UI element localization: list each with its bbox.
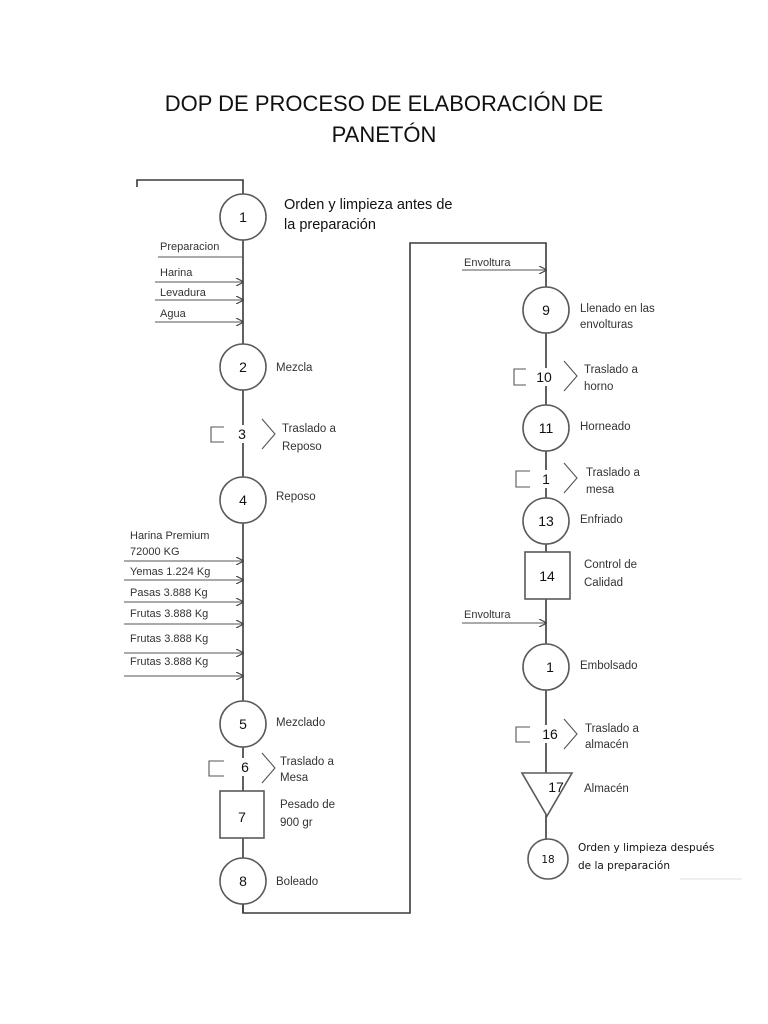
bottom-connector <box>242 242 547 914</box>
transport-6-number: 6 <box>241 759 249 775</box>
transport-6-number-bg <box>232 758 254 776</box>
transport-10-label-line-2: horno <box>584 381 613 393</box>
input-label-harina-premium: Harina Premium <box>130 530 209 542</box>
storage-17-triangle <box>520 772 574 818</box>
transport-6-bracket <box>208 760 224 777</box>
transport-6-label-line-1: Traslado a <box>280 756 335 768</box>
transport-12-label-line-2: mesa <box>586 484 615 496</box>
transport-10-number-bg <box>531 368 558 386</box>
transport-16-label-line-2: almacén <box>585 739 628 751</box>
operation-15-label: Embolsado <box>580 660 638 672</box>
transport-10-number: 10 <box>536 369 552 385</box>
input-label-frutas-2: Frutas 3.888 Kg <box>130 633 208 645</box>
input-label-preparacion: Preparacion <box>160 241 219 253</box>
operation-2-circle <box>219 343 267 391</box>
transport-3-bracket <box>210 426 224 443</box>
transport-12-arrow <box>563 462 578 494</box>
transport-6-label-line-2: Mesa <box>280 772 309 784</box>
input-label-frutas-1: Frutas 3.888 Kg <box>130 608 208 620</box>
transport-10-arrow <box>563 360 578 392</box>
operation-9-label-line-2: envolturas <box>580 319 633 331</box>
operation-4-label: Reposo <box>276 491 316 503</box>
title-line-1: DOP DE PROCESO DE ELABORACIÓN DE <box>164 91 604 116</box>
operation-5-label: Mezclado <box>276 717 325 729</box>
operation-8-number: 8 <box>239 873 247 889</box>
operation-5-circle <box>219 700 267 748</box>
diagram-title: DOP DE PROCESO DE ELABORACIÓN DE PANETÓN <box>0 88 768 150</box>
transport-10-bracket <box>513 368 526 386</box>
inspection-14-number: 14 <box>539 568 555 584</box>
operation-4-number: 4 <box>239 492 247 508</box>
operation-1-label-line-1: Orden y limpieza antes de <box>284 197 452 213</box>
operation-9-circle <box>522 286 570 334</box>
operation-1-label-line-2: la preparación <box>284 217 376 233</box>
transport-3-label-line-1: Traslado a <box>282 423 337 435</box>
operation-5-number: 5 <box>239 716 247 732</box>
operation-1-number: 1 <box>239 209 247 225</box>
operation-13-number: 13 <box>538 513 554 529</box>
input-label-harina: Harina <box>160 267 193 279</box>
input-label-envoltura-mid: Envoltura <box>464 609 511 621</box>
operation-2-label: Mezcla <box>276 362 313 374</box>
transport-3-arrow <box>261 418 276 450</box>
input-label-levadura: Levadura <box>160 287 207 299</box>
operation-9-number: 9 <box>542 302 550 318</box>
operation-13-label: Enfriado <box>580 514 623 526</box>
operation-18-label-line-1: Orden y limpieza después <box>578 842 714 854</box>
input-label-harina-premium-qty: 72000 KG <box>130 546 180 558</box>
transport-12-bracket <box>515 470 530 488</box>
transport-6-arrow <box>261 752 276 784</box>
transport-16-number-bg <box>535 725 565 743</box>
transport-12-number: 1 <box>542 471 550 487</box>
transport-10-label-line-1: Traslado a <box>584 364 639 376</box>
inspection-14-label-line-1: Control de <box>584 559 637 571</box>
inspection-7-label-line-1: Pesado de <box>280 799 335 811</box>
operation-18-label-line-2: de la preparación <box>578 860 670 872</box>
input-label-yemas: Yemas 1.224 Kg <box>130 566 210 578</box>
transport-3-number: 3 <box>238 426 246 442</box>
operation-13-circle <box>522 497 570 545</box>
operation-9-label-line-1: Llenado en las <box>580 303 655 315</box>
transport-3-number-bg <box>232 425 254 443</box>
operation-2-number: 2 <box>239 359 247 375</box>
transport-3-label-line-2: Reposo <box>282 441 322 453</box>
transport-16-bracket <box>515 726 530 743</box>
operation-11-circle <box>522 404 570 452</box>
inspection-14-label-line-2: Calidad <box>584 577 623 589</box>
input-label-agua: Agua <box>160 308 187 320</box>
storage-17-number: 17 <box>548 779 564 795</box>
transport-12-number-bg <box>536 470 556 488</box>
transport-12-label-line-1: Traslado a <box>586 467 641 479</box>
title-line-2: PANETÓN <box>331 122 437 147</box>
input-label-pasas: Pasas 3.888 Kg <box>130 587 208 599</box>
inspection-7-number: 7 <box>238 809 246 825</box>
operation-11-number: 11 <box>539 420 554 436</box>
storage-17-label: Almacén <box>584 783 629 795</box>
inspection-7-box <box>219 790 265 839</box>
operation-18-circle <box>527 838 569 880</box>
operation-8-circle <box>219 857 267 905</box>
operation-11-label: Horneado <box>580 421 631 433</box>
operation-1-circle <box>219 193 267 241</box>
transport-16-arrow <box>563 718 578 750</box>
operation-18-number: 18 <box>541 854 554 866</box>
operation-8-label: Boleado <box>276 876 318 888</box>
input-label-frutas-3: Frutas 3.888 Kg <box>130 656 208 668</box>
inspection-14-box <box>524 551 571 600</box>
operation-4-circle <box>219 476 267 524</box>
input-label-envoltura-top: Envoltura <box>464 257 511 269</box>
inspection-7-label-line-2: 900 gr <box>280 817 313 829</box>
operation-15-circle <box>522 643 570 691</box>
transport-16-number: 16 <box>542 726 558 742</box>
top-entry-connector <box>136 179 244 194</box>
transport-16-label-line-1: Traslado a <box>585 723 640 735</box>
operation-15-number: 1 <box>546 659 554 675</box>
